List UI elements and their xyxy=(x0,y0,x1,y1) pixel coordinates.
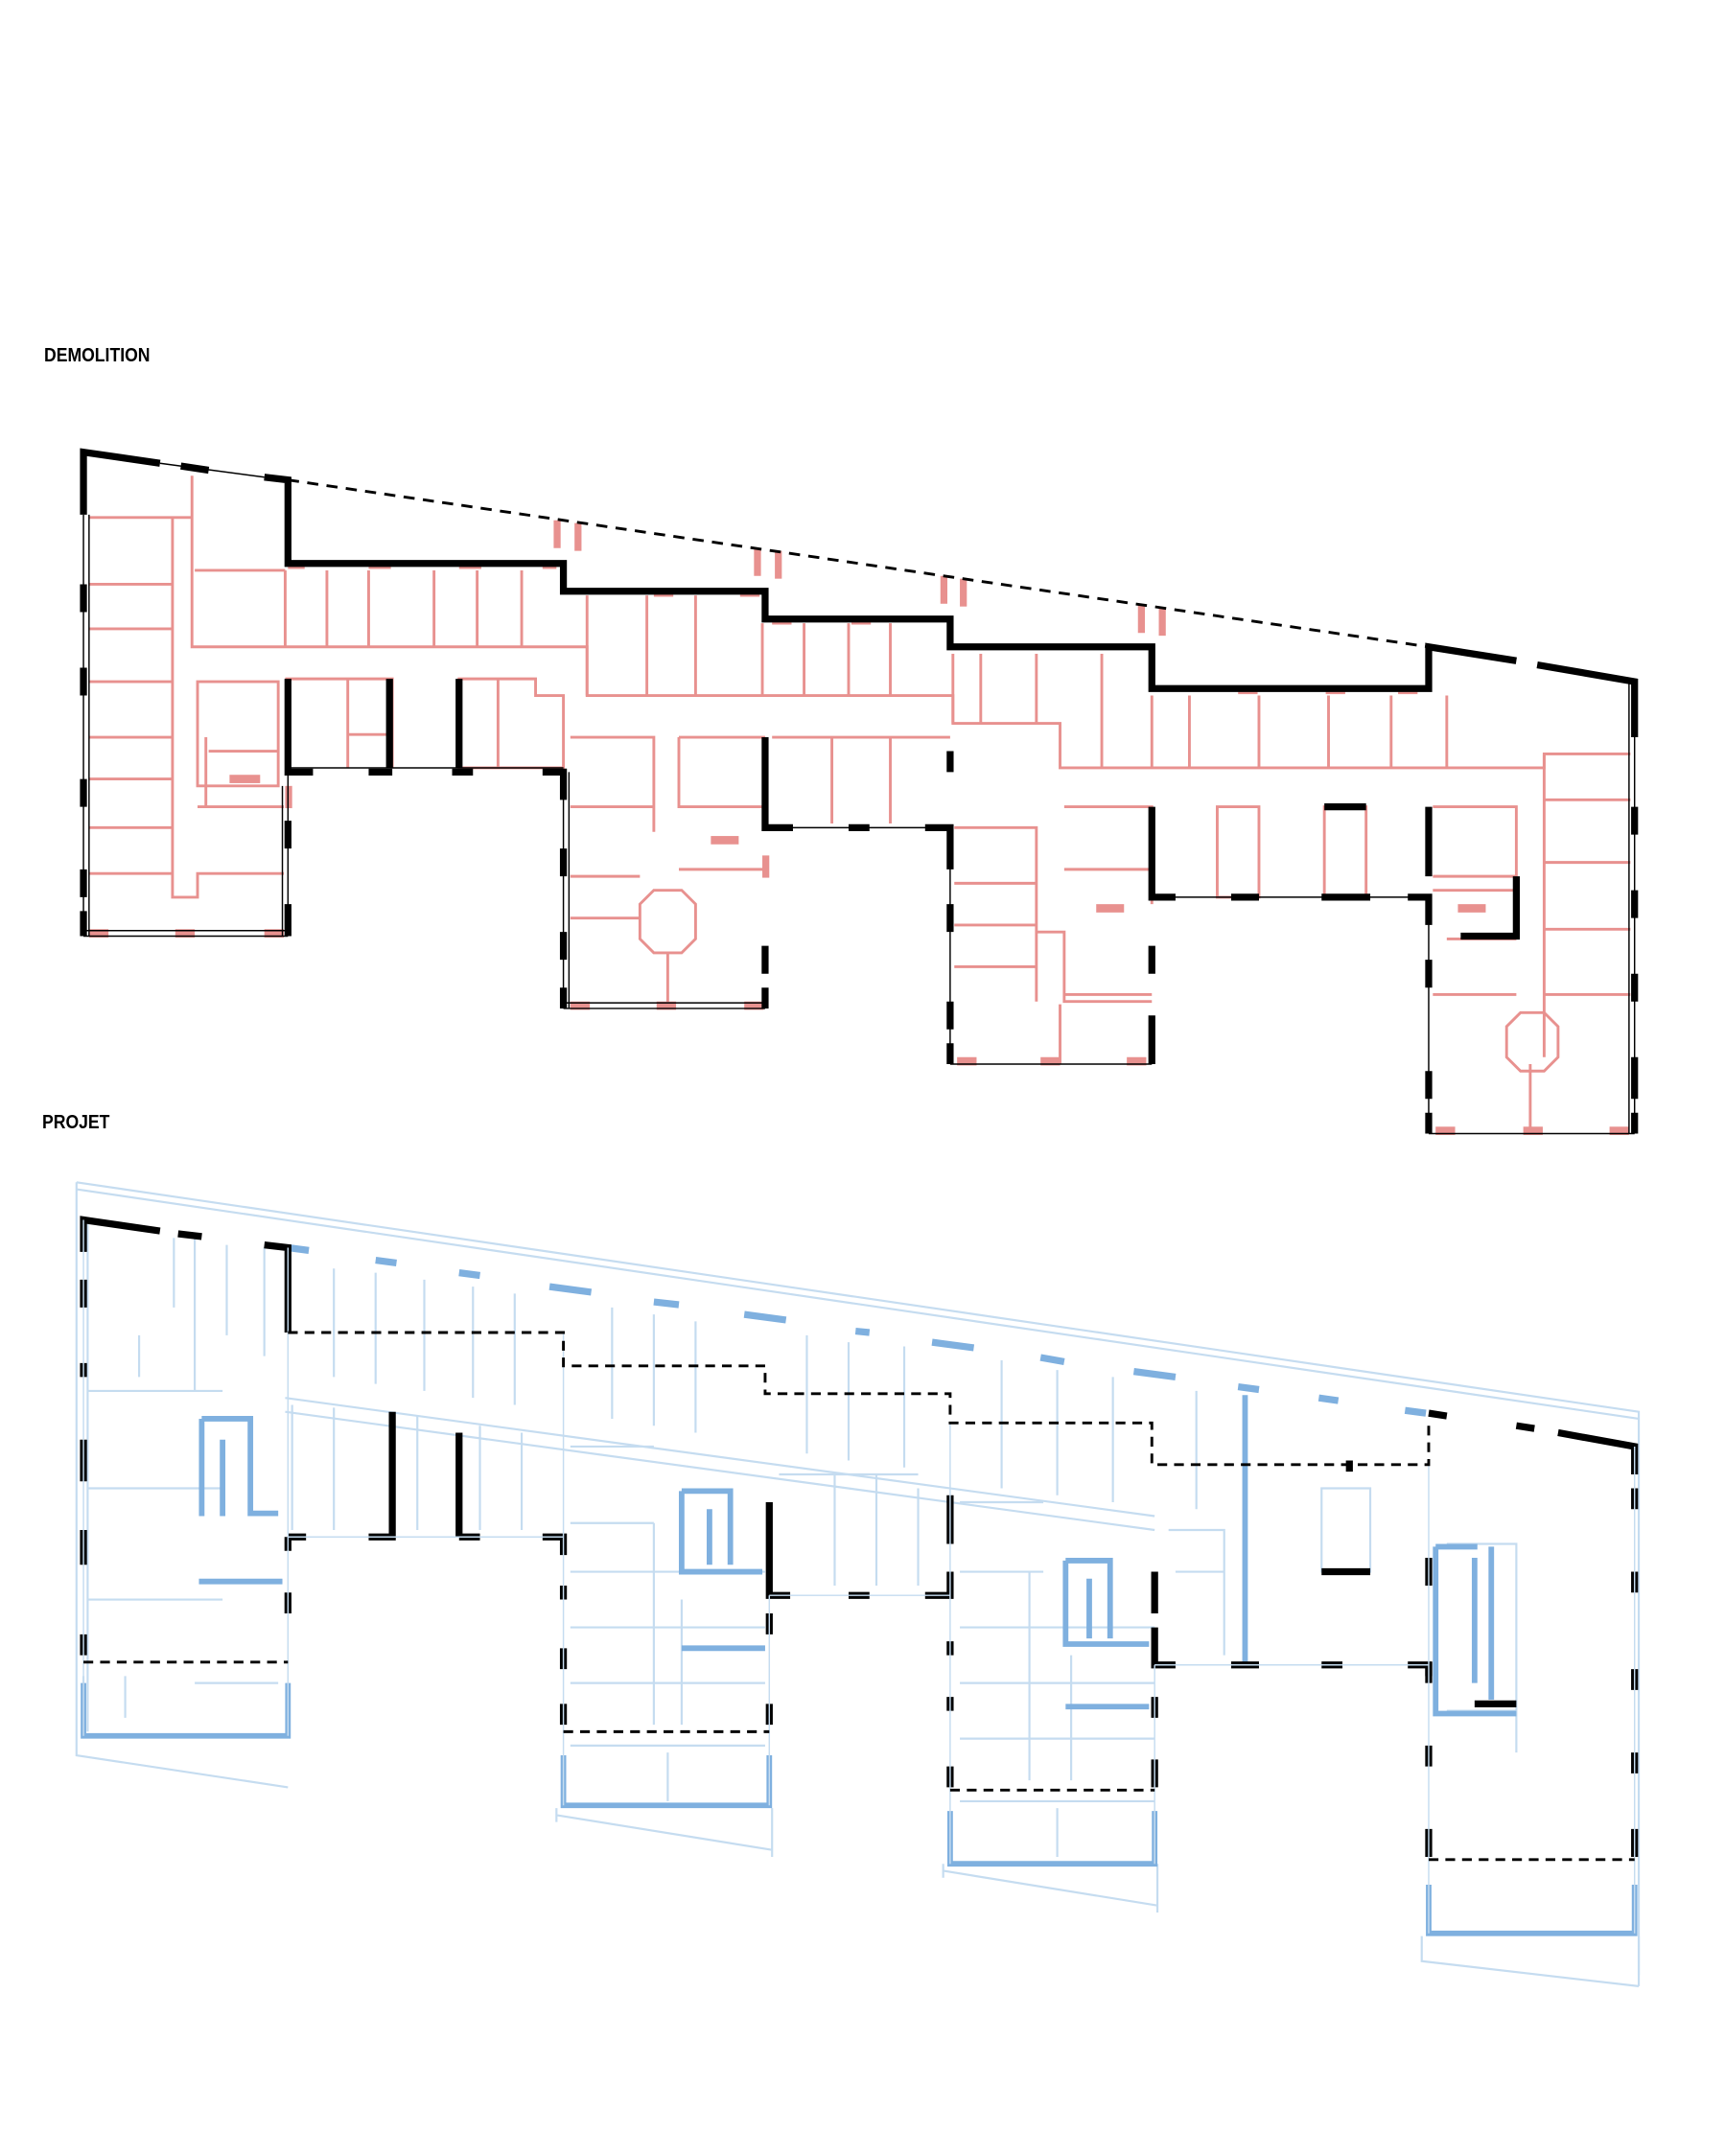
demolition-plan xyxy=(80,448,1639,1135)
new-partition-outline xyxy=(82,1219,1636,1934)
demolished-partitions xyxy=(88,475,1631,1130)
existing-walls xyxy=(80,448,1639,1134)
window-openings xyxy=(82,462,1636,1135)
new-structure xyxy=(81,1395,1638,1936)
demolition-title: DEMOLITION xyxy=(44,345,151,366)
projet-plan xyxy=(75,1181,1641,1987)
new-facade-panels xyxy=(287,1243,1427,1417)
projet-title: PROJET xyxy=(42,1112,110,1133)
new-partitions xyxy=(75,1181,1641,1987)
demolition-limit-dashed-lines xyxy=(83,1331,1635,1862)
demolished-facade-dashed-line xyxy=(288,478,1430,649)
retained-walls xyxy=(80,1216,1639,1857)
